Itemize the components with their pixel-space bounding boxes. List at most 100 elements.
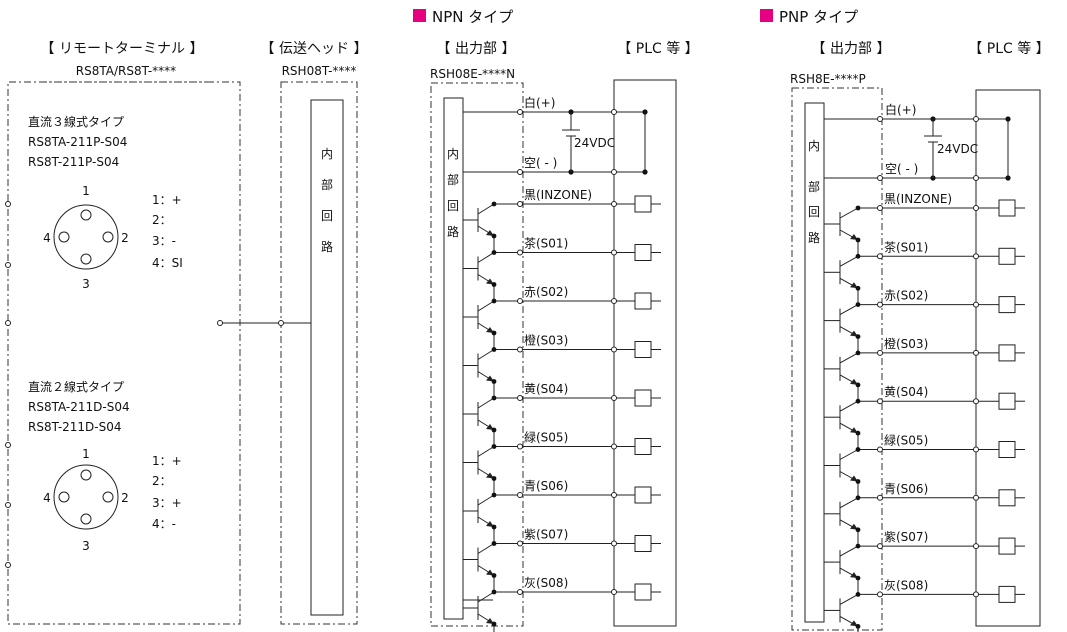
two-wire-pin-2: 2： [152,474,172,488]
transistor-icon [824,497,861,546]
plc-input-box [634,389,652,407]
svg-text:4: 4 [43,491,51,505]
three-wire-title: 直流３線式タイプ [28,114,124,129]
transistor-icon [463,300,497,349]
transmission-head-model: RSH08T-**** [282,64,357,78]
pnp-supply-plus-label: 白(+) [885,102,916,117]
three-wire-pin-3: 3：- [152,234,176,248]
svg-text:回: 回 [808,205,820,219]
pnp-output-channel: 青(S06) [824,482,1025,546]
signal-label: 茶(S01) [524,236,568,251]
svg-text:1: 1 [82,184,90,198]
transistor-icon [463,203,497,252]
npn-output-channel: 黒(INZONE) [463,188,661,252]
svg-text:3: 3 [82,277,90,291]
plc-input-box [634,292,652,310]
remote-terminal-frame [7,81,241,625]
signal-label: 灰(S08) [884,578,928,592]
npn-output-channel: 紫(S07) [463,528,661,592]
svg-text:回: 回 [321,209,333,223]
transistor-icon [824,207,861,256]
transmission-head-section: 【 伝送ヘッド 】 RSH08T-**** 内 部 回 路 [217,41,367,625]
transistor-icon [824,304,861,353]
pnp-output-channel: 橙(S03) [824,336,1025,401]
plc-input-box [998,489,1016,507]
signal-label: 緑(S05) [524,430,568,445]
remote-terminal-model: RS8TA/RS8T-**** [76,64,176,78]
svg-text:回: 回 [447,199,459,213]
three-wire-pin-1: 1：+ [152,193,182,207]
signal-label: 赤(S02) [884,289,928,303]
pnp-plc-header: 【 PLC 等 】 [968,40,1049,57]
npn-output-channels: 黒(INZONE)茶(S01) 赤(S02) 橙(S03) 黄(S04) 緑(S05) 青… [463,188,661,632]
remote-edge-terminals [5,201,11,568]
two-wire-pin-3: 3：+ [152,496,182,510]
npn-output-channel: 灰(S08) [463,576,661,632]
pnp-marker-icon [760,9,773,22]
npn-supply-plus-label: 白(+) [524,95,555,110]
two-wire-title: 直流２線式タイプ [28,379,124,394]
plc-input-box [634,341,652,358]
transmission-head-frame [280,81,358,625]
pnp-output-channel: 赤(S02) [824,289,1025,353]
plc-input-box [998,199,1016,217]
pnp-section: PNP タイプ 【 出力部 】 【 PLC 等 】 RSH8E-****P 内 … [760,8,1050,632]
two-wire-pin-1: 1：+ [152,454,182,468]
pnp-output-header: 【 出力部 】 [812,41,891,57]
npn-output-channel: 緑(S05) [463,430,661,495]
three-wire-model-1: RS8TA-211P-S04 [28,135,127,149]
pnp-output-channel: 紫(S07) [824,530,1025,595]
signal-label: 黄(S04) [884,385,928,399]
signal-label: 紫(S07) [884,530,928,544]
transistor-icon [824,352,861,401]
plc-input-box [634,244,652,261]
three-wire-pin-2: 2： [152,213,172,227]
svg-text:3: 3 [82,539,90,553]
svg-text:部: 部 [321,177,333,192]
head-cable-terminal [278,320,284,326]
npn-output-channel: 黄(S04) [463,382,661,446]
transmission-head-internal-circuit [310,99,344,616]
pnp-output-frame [791,87,883,631]
svg-text:2: 2 [121,491,129,505]
signal-label: 青(S06) [884,482,928,496]
npn-output-channel: 青(S06) [463,479,661,543]
signal-label: 青(S06) [524,479,568,493]
plc-input-box [998,441,1016,458]
two-wire-model-2: RS8T-211D-S04 [28,420,122,434]
signal-label: 赤(S02) [524,285,568,299]
signal-label: 紫(S07) [524,528,568,542]
three-wire-pin-4: 4：SI [152,256,183,270]
npn-model: RSH08E-****N [430,67,515,81]
plc-input-box [634,438,652,455]
npn-marker-icon [413,9,426,22]
npn-output-channel: 赤(S02) [463,285,661,349]
transistor-icon [824,449,861,498]
transistor-icon [463,252,497,301]
transistor-icon [463,494,497,543]
pnp-plc-box [975,89,1041,627]
npn-output-header: 【 出力部 】 [437,41,516,57]
pnp-output-channel: 黒(INZONE) [824,192,1025,256]
npn-plc-box [613,79,677,627]
signal-label: 橙(S03) [524,333,568,348]
three-wire-model-2: RS8T-211P-S04 [28,155,119,169]
plc-input-box [634,195,652,213]
npn-internal-circuit [443,97,464,620]
remote-terminal-header: 【 リモートターミナル 】 [41,41,204,57]
npn-output-channel: 橙(S03) [463,333,661,398]
plc-input-box [998,537,1016,555]
pnp-battery-icon [924,119,942,178]
svg-text:路: 路 [808,230,820,245]
pnp-output-channels: 黒(INZONE)茶(S01)赤(S02)橙(S03)黄(S04)緑(S05)青… [824,192,1025,632]
signal-label: 黄(S04) [524,382,568,396]
transistor-icon [463,591,497,632]
svg-text:内: 内 [808,139,820,153]
transistor-icon [824,545,861,595]
pnp-model: RSH8E-****P [790,72,866,86]
plc-input-box [634,486,652,504]
npn-plc-header: 【 PLC 等 】 [617,40,698,57]
remote-cable-terminal [217,320,223,326]
plc-input-box [998,344,1016,362]
svg-text:部: 部 [447,172,459,187]
